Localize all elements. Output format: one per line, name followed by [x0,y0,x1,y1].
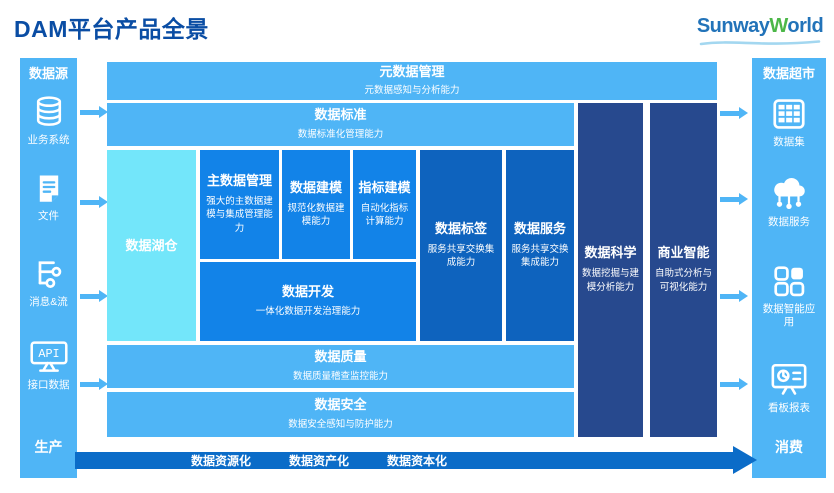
arrow-right-icon [720,107,748,119]
flow-label-asset: 数据资产化 [288,454,349,468]
stream-icon [31,255,67,293]
block-data-quality: 数据质量 数据质量稽查监控能力 [107,345,574,388]
block-title: 数据服务 [513,220,566,236]
arrow-right-icon [720,290,748,302]
block-title: 数据建模 [289,179,342,195]
sidebar-item-dataset: 数据集 [752,95,826,149]
cloud-service-icon [768,175,810,213]
block-title: 指标建模 [358,179,411,195]
right-sidebar-header: 数据超市 [762,66,815,81]
block-data-modeling: 数据建模 规范化数据建模能力 [282,150,350,259]
block-data-development: 数据开发 一体化数据开发治理能力 [200,262,416,341]
block-title: 数据质量 [314,349,367,365]
block-subtitle: 数据安全感知与防护能力 [288,418,393,430]
block-data-service: 数据服务 服务共享交换集成能力 [506,150,574,341]
block-metadata-management: 元数据管理 元数据感知与分析能力 [107,62,717,100]
logo-text: SunwayWorld [696,15,824,37]
block-subtitle: 数据质量稽查监控能力 [292,370,388,382]
sidebar-item-label: 数据集 [773,136,805,148]
block-master-data-management: 主数据管理 强大的主数据建模与集成管理能力 [200,150,279,259]
sidebar-item-data-intelligence-app: 数据智能应用 [752,262,826,329]
block-subtitle: 数据标准化管理能力 [297,128,384,140]
svg-text:API: API [38,347,59,361]
block-subtitle: 元数据感知与分析能力 [364,85,460,97]
block-title: 主数据管理 [206,173,272,189]
block-title: 商业智能 [657,245,710,261]
sidebar-item-business-system: 业务系统 [20,93,77,147]
block-subtitle: 规范化数据建模能力 [287,202,345,228]
sidebar-item-api-data: API 接口数据 [20,336,77,392]
flow-label-resource: 数据资源化 [190,454,251,468]
block-title: 数据湖仓 [125,237,178,253]
sidebar-item-label: 数据服务 [768,216,810,228]
left-sidebar-footer: 生产 [34,439,63,455]
block-subtitle: 服务共享交换集成能力 [427,243,495,269]
dashboard-icon [768,359,810,399]
sidebar-item-label: 业务系统 [27,134,70,146]
arrow-right-icon [80,106,108,118]
block-subtitle: 自助式分析与可视化能力 [654,268,712,293]
page-title: DAM平台产品全景 [14,16,209,42]
left-sidebar-data-sources: 数据源 业务系统 文件 [20,58,77,478]
sidebar-item-dashboard-report: 看板报表 [752,359,826,415]
apps-icon [770,262,808,300]
block-title: 数据科学 [584,245,637,261]
block-data-science: 数据科学 数据挖掘与建模分析能力 [578,103,643,437]
logo-swoosh-icon [699,40,821,46]
block-data-security: 数据安全 数据安全感知与防护能力 [107,392,574,437]
right-sidebar-data-mart: 数据超市 数据集 [752,58,826,478]
sidebar-item-label: 接口数据 [27,379,70,391]
sidebar-item-message-stream: 消息&流 [20,255,77,309]
block-business-intelligence: 商业智能 自助式分析与可视化能力 [650,103,717,437]
block-data-tag: 数据标签 服务共享交换集成能力 [420,150,502,341]
arrow-right-icon [80,196,108,208]
sidebar-item-label: 看板报表 [768,402,810,414]
right-sidebar-footer: 消费 [775,439,803,455]
block-title: 数据开发 [281,283,334,299]
arrow-right-icon [80,290,108,302]
left-sidebar-header: 数据源 [28,66,68,81]
block-subtitle: 自动化指标计算能力 [360,202,409,228]
dataset-grid-icon [770,95,808,133]
sidebar-item-label: 数据智能应用 [762,303,816,329]
flow-label-capital: 数据资本化 [387,454,448,468]
flow-labels: 数据资源化 数据资产化 数据资本化 [75,452,563,469]
database-icon [31,93,67,131]
block-title: 数据标签 [434,220,487,236]
block-subtitle: 强大的主数据建模与集成管理能力 [206,195,273,235]
block-title: 元数据管理 [379,63,445,79]
block-subtitle: 数据挖掘与建模分析能力 [582,268,640,293]
sidebar-item-label: 消息&流 [29,296,68,308]
arrow-right-icon [80,378,108,390]
sidebar-item-label: 文件 [38,210,59,222]
data-value-flow-arrow: 数据资源化 数据资产化 数据资本化 [75,446,757,474]
block-subtitle: 一体化数据开发治理能力 [255,306,361,318]
block-data-lakehouse: 数据湖仓 [107,150,196,341]
block-subtitle: 服务共享交换集成能力 [511,243,569,269]
arrow-right-icon [720,193,748,205]
file-icon [32,171,66,207]
block-title: 数据标准 [314,107,367,123]
block-indicator-modeling: 指标建模 自动化指标计算能力 [353,150,416,259]
block-data-standard: 数据标准 数据标准化管理能力 [107,103,574,146]
arrow-right-icon [720,378,748,390]
sunwayworld-logo: SunwayWorld [696,16,824,52]
api-icon: API [27,336,71,376]
sidebar-item-file: 文件 [20,171,77,223]
block-title: 数据安全 [314,397,367,413]
sidebar-item-data-service: 数据服务 [752,175,826,229]
